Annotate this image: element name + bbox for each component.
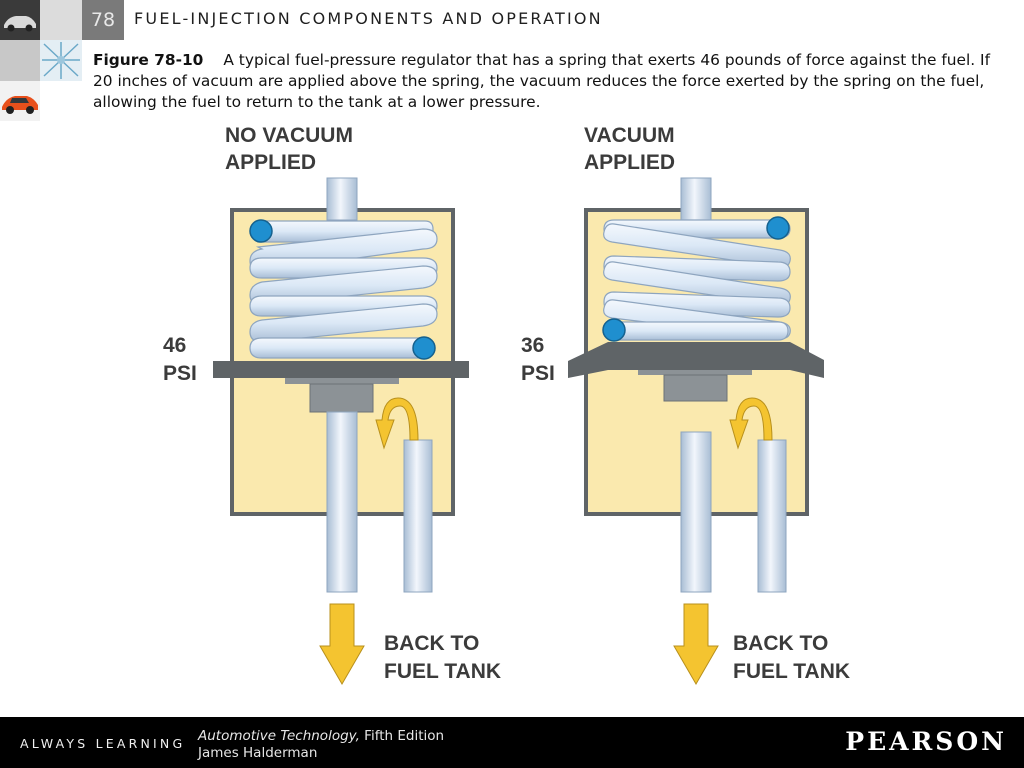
book-author: James Halderman [198, 745, 318, 761]
slide-footer: ALWAYS LEARNING Automotive Technology, F… [0, 717, 1024, 768]
left-inlet-pipe [403, 439, 433, 593]
left-regulator: NO VACUUM APPLIED 46 PSI [163, 124, 501, 685]
left-psi-unit: PSI [163, 362, 197, 385]
right-title-line1: VACUUM [584, 124, 675, 147]
right-return-line2: FUEL TANK [733, 660, 850, 683]
injector-spray-thumbnail [40, 40, 82, 81]
left-return-line1: BACK TO [384, 632, 479, 655]
car-thumbnail [0, 0, 40, 40]
right-psi-value: 36 [521, 334, 544, 357]
pressure-regulator-diagram: NO VACUUM APPLIED 46 PSI [163, 124, 850, 685]
right-regulator: VACUUM APPLIED 36 PSI BACK TO FUEL TANK [521, 124, 850, 685]
right-vacuum-port [680, 177, 712, 221]
right-return-line1: BACK TO [733, 632, 828, 655]
caption-text: A typical fuel-pressure regulator that h… [93, 51, 990, 111]
slide-header: 78 FUEL-INJECTION COMPONENTS AND OPERATI… [0, 0, 1024, 40]
right-title-line2: APPLIED [584, 151, 675, 174]
left-spring-bottom-end [412, 336, 436, 360]
right-spring [603, 219, 791, 341]
right-flow-arrow [729, 397, 773, 450]
right-valve [663, 374, 728, 402]
left-psi-value: 46 [163, 334, 186, 357]
chapter-title: FUEL-INJECTION COMPONENTS AND OPERATION [134, 9, 603, 28]
left-spring [249, 220, 438, 359]
right-diaphragm [568, 342, 824, 378]
left-title-line2: APPLIED [225, 151, 316, 174]
left-spring-top-end [249, 219, 273, 243]
right-diaphragm-plate [638, 370, 752, 375]
right-down-arrow [673, 603, 719, 685]
publisher-logo: PEARSON [845, 727, 1007, 756]
left-diaphragm [213, 361, 469, 378]
right-return-pipe [680, 431, 712, 593]
right-spring-top-end [766, 216, 790, 240]
left-flow-arrow [375, 397, 419, 450]
left-return-line2: FUEL TANK [384, 660, 501, 683]
left-valve [309, 383, 374, 413]
book-title: Automotive Technology, [198, 728, 360, 744]
right-psi-unit: PSI [521, 362, 555, 385]
right-spring-bottom-end [602, 318, 626, 342]
left-vacuum-port [326, 177, 358, 221]
left-title-line1: NO VACUUM [225, 124, 353, 147]
left-down-arrow [319, 603, 365, 685]
book-credit: Automotive Technology, Fifth Edition Jam… [198, 728, 444, 762]
right-inlet-pipe [757, 439, 787, 593]
left-diaphragm-plate [285, 378, 399, 384]
footer-tagline: ALWAYS LEARNING [20, 736, 186, 751]
book-edition: Fifth Edition [364, 728, 445, 744]
sports-car-thumbnail [0, 81, 40, 121]
header-gray-block [40, 0, 82, 40]
left-return-pipe [326, 411, 358, 593]
figure-label: Figure 78-10 [93, 51, 204, 69]
chapter-number: 78 [82, 0, 124, 40]
sidebar-gray-block [0, 40, 40, 81]
